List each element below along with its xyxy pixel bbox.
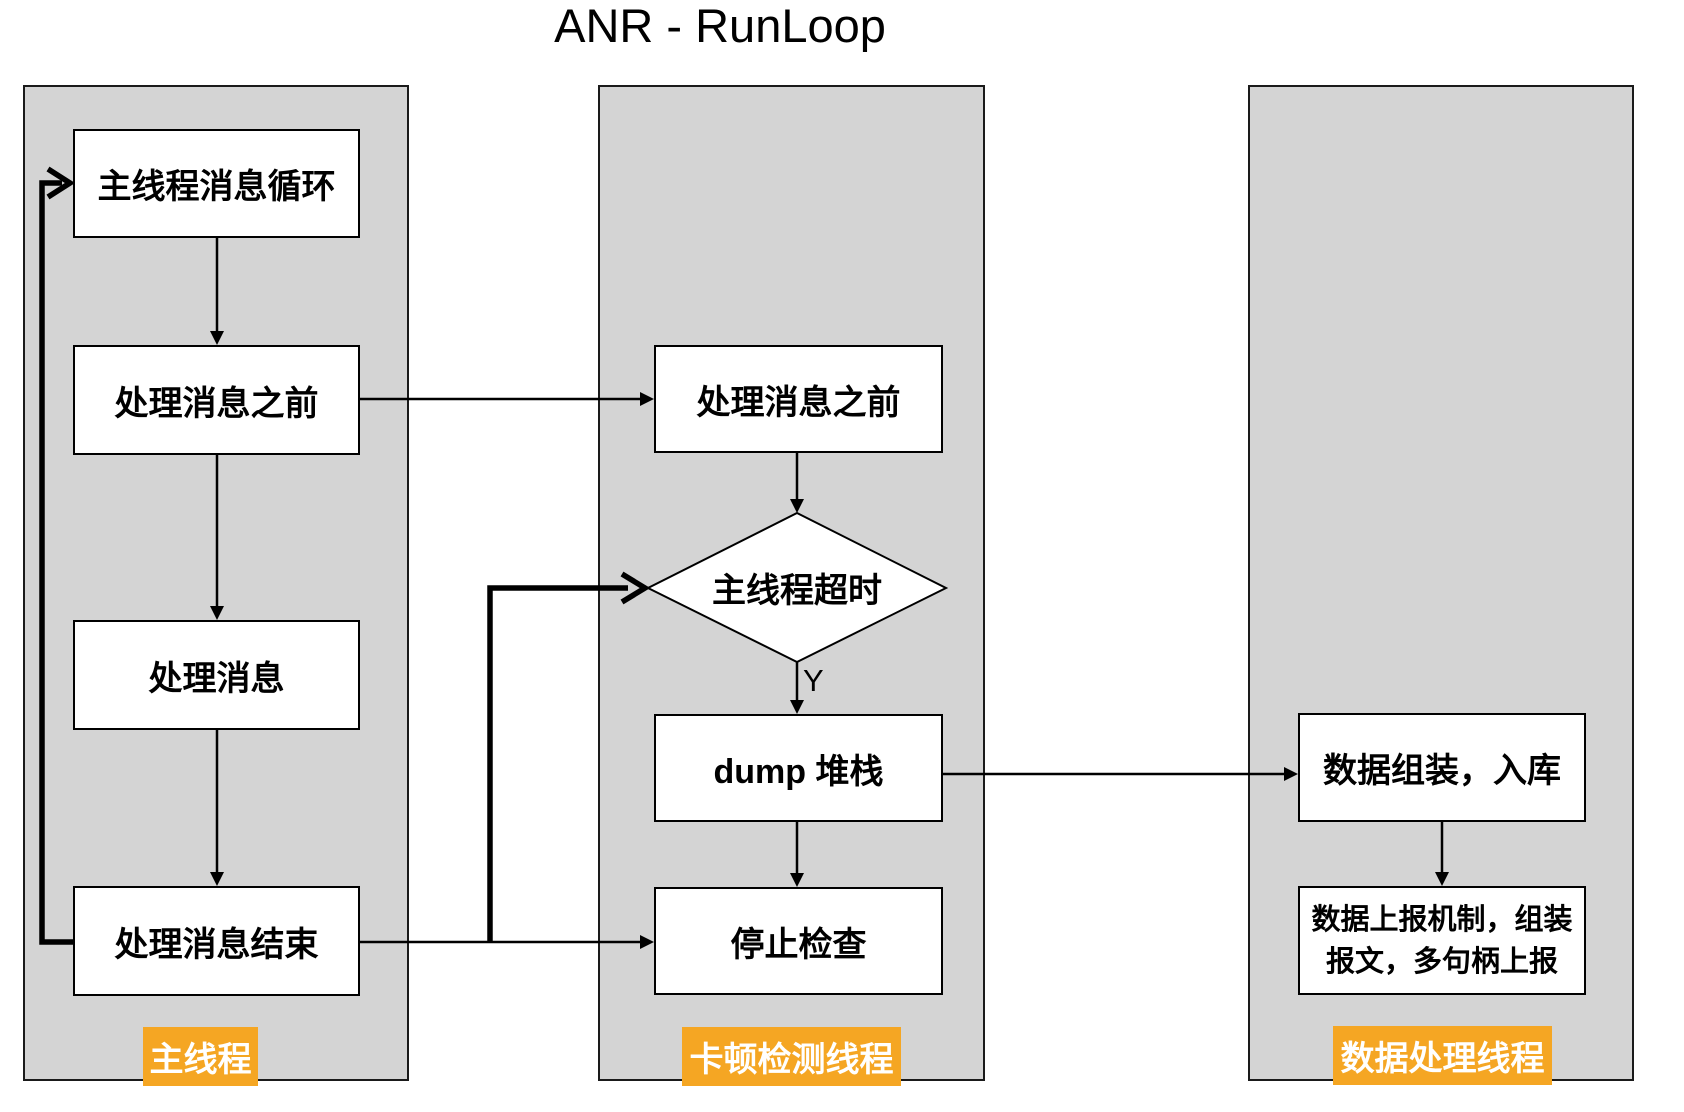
node-dump-stack: dump 堆栈 <box>654 714 943 822</box>
node-data-assemble-store: 数据组装，入库 <box>1298 713 1586 822</box>
lane-label-lag-detection-thread: 卡顿检测线程 <box>682 1027 901 1086</box>
edge-label-yes: Y <box>803 663 824 698</box>
node-data-report: 数据上报机制，组装 报文，多句柄上报 <box>1298 886 1586 995</box>
node-stop-check: 停止检查 <box>654 887 943 995</box>
lane-label-data-processing-thread: 数据处理线程 <box>1333 1026 1552 1085</box>
edge-watch-before-to-timeout <box>790 453 804 513</box>
diagram-title: ANR - RunLoop <box>554 0 886 52</box>
node-data-report-line1: 数据上报机制，组装 <box>1311 903 1573 936</box>
node-main-process-msg: 处理消息 <box>73 620 360 730</box>
edge-before-to-watch-before <box>360 392 654 406</box>
lane-label-main-thread: 主线程 <box>143 1027 258 1086</box>
node-data-report-line2: 报文，多句柄上报 <box>1325 945 1558 978</box>
edge-end-to-timeout <box>487 571 651 942</box>
edge-end-to-stop <box>360 935 654 949</box>
edge-dump-to-assemble <box>943 767 1298 781</box>
edge-loopback-end-to-runloop <box>39 166 76 945</box>
edge-timeout-yes-to-dump <box>790 662 804 714</box>
node-watch-before-msg: 处理消息之前 <box>654 345 943 453</box>
node-timeout-decision-label: 主线程超时 <box>712 572 882 610</box>
node-main-runloop: 主线程消息循环 <box>73 129 360 238</box>
edge-runloop-to-before <box>210 238 224 345</box>
node-main-msg-end: 处理消息结束 <box>73 886 360 996</box>
edge-process-to-end <box>210 730 224 886</box>
edge-assemble-to-report <box>1435 822 1449 886</box>
edge-before-to-process <box>210 455 224 620</box>
edge-dump-to-stop <box>790 822 804 887</box>
node-main-before-msg: 处理消息之前 <box>73 345 360 455</box>
